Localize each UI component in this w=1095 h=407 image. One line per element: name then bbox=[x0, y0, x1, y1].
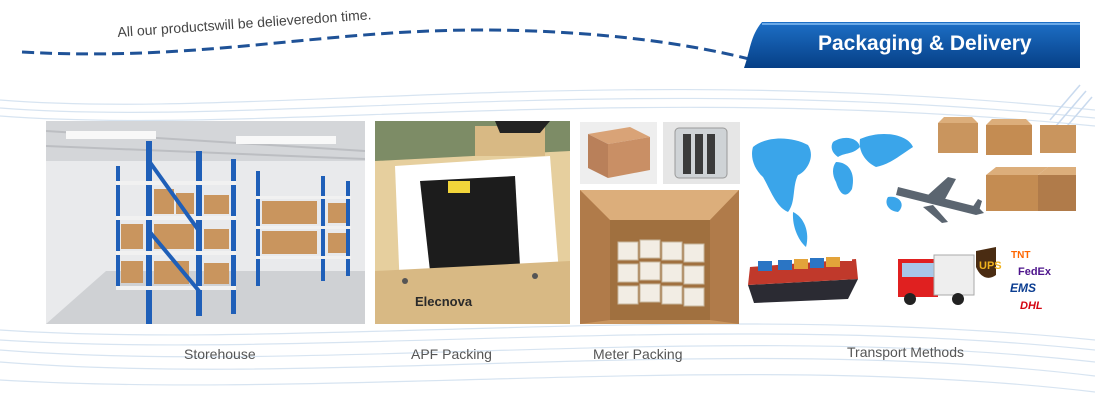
caption-storehouse: Storehouse bbox=[184, 346, 256, 362]
tnt-logo: TNT bbox=[1011, 250, 1030, 261]
meter-box-contents-photo bbox=[580, 190, 739, 324]
banner-title: Packaging & Delivery bbox=[818, 32, 1032, 55]
meter-bubble-wrap-photo bbox=[663, 122, 740, 184]
cardboard-boxes-graphic bbox=[938, 117, 1076, 211]
ups-logo: UPS bbox=[979, 260, 1002, 272]
fedex-logo: FedEx bbox=[1018, 266, 1052, 278]
world-map-graphic bbox=[752, 133, 913, 247]
ems-logo: EMS bbox=[1010, 281, 1036, 295]
truck-graphic bbox=[898, 254, 975, 305]
meter-carton-photo bbox=[580, 122, 657, 184]
caption-meter-packing: Meter Packing bbox=[593, 346, 683, 362]
box-brand-label: Elecnova bbox=[415, 294, 473, 309]
cargo-ship-graphic bbox=[748, 245, 858, 303]
storehouse-photo bbox=[46, 121, 365, 324]
carrier-logos: UPS TNT FedEx EMS DHL bbox=[976, 247, 1052, 312]
caption-apf-packing: APF Packing bbox=[411, 346, 492, 362]
transport-methods-collage: UPS TNT FedEx EMS DHL bbox=[748, 117, 1076, 312]
apf-packing-photo: Elecnova bbox=[375, 121, 570, 324]
airplane-icon bbox=[896, 177, 984, 223]
dhl-logo: DHL bbox=[1020, 300, 1043, 312]
caption-transport-methods: Transport Methods bbox=[847, 344, 964, 360]
banner-ribbon bbox=[744, 22, 1080, 68]
dashed-curve bbox=[21, 28, 761, 64]
